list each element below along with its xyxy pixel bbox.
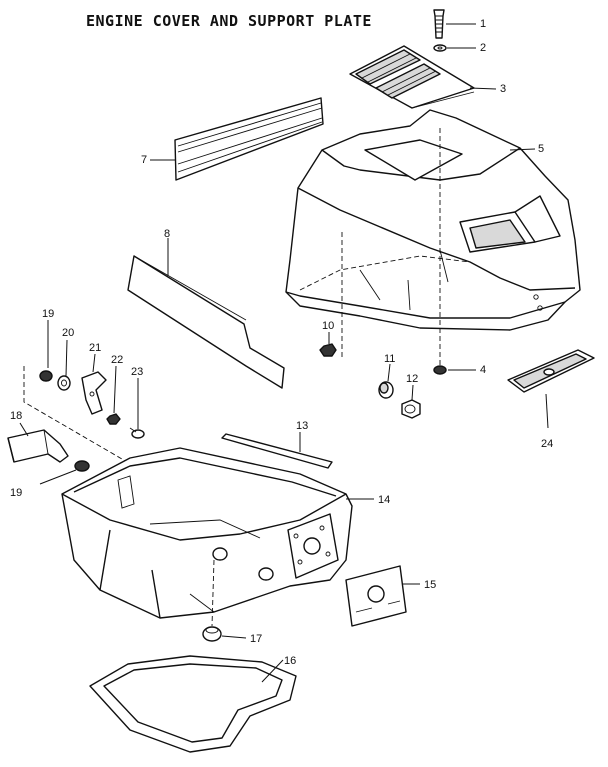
part-18-handle	[7, 422, 69, 463]
callout-12: 12	[406, 373, 419, 385]
callout-21: 21	[89, 342, 102, 354]
part-13-rod	[221, 432, 333, 469]
callout-7: 7	[141, 154, 148, 166]
callout-24: 24	[541, 438, 554, 450]
callout-2: 2	[480, 42, 487, 54]
part-16-gasket	[89, 655, 297, 753]
part-19-fastener-lower	[39, 460, 90, 485]
callout-15: 15	[424, 579, 437, 591]
part-12-grommet	[401, 384, 421, 419]
callout-23: 23	[131, 366, 144, 378]
callout-17: 17	[250, 633, 263, 645]
callout-19-upper: 19	[42, 308, 55, 320]
part-22-nut	[106, 365, 121, 425]
callout-8: 8	[164, 228, 171, 240]
part-23-screw	[129, 378, 145, 439]
part-14-support-plate	[61, 447, 374, 619]
callout-11: 11	[384, 353, 396, 365]
part-21-latch	[81, 353, 107, 415]
callout-4: 4	[480, 364, 487, 376]
part-15-gasket-plate	[345, 565, 420, 627]
part-17-plug	[202, 559, 247, 642]
part-3-vent-grille	[349, 45, 497, 109]
callout-18: 18	[10, 410, 23, 422]
part-11-grommet	[378, 363, 394, 399]
part-5-engine-cover	[285, 109, 581, 365]
part-10-nut	[319, 332, 337, 357]
part-24-plate	[507, 349, 595, 429]
part-4-nut	[433, 365, 476, 375]
part-8-trim-strip	[127, 238, 285, 389]
callout-19-lower: 19	[10, 487, 23, 499]
part-2-washer	[433, 44, 476, 52]
part-19-fastener-upper	[39, 320, 53, 382]
callout-20: 20	[62, 327, 75, 339]
part-1-screw	[433, 9, 476, 39]
callout-16: 16	[284, 655, 297, 667]
callout-5: 5	[538, 143, 545, 155]
callout-10: 10	[322, 320, 335, 332]
diagram-title: ENGINE COVER AND SUPPORT PLATE	[86, 12, 372, 30]
part-7-decal	[150, 97, 324, 181]
callout-14: 14	[378, 494, 391, 506]
part-20-spacer	[57, 339, 71, 391]
callout-1: 1	[480, 18, 487, 30]
callout-13: 13	[296, 420, 309, 432]
callout-22: 22	[111, 354, 124, 366]
callout-3: 3	[500, 83, 507, 95]
